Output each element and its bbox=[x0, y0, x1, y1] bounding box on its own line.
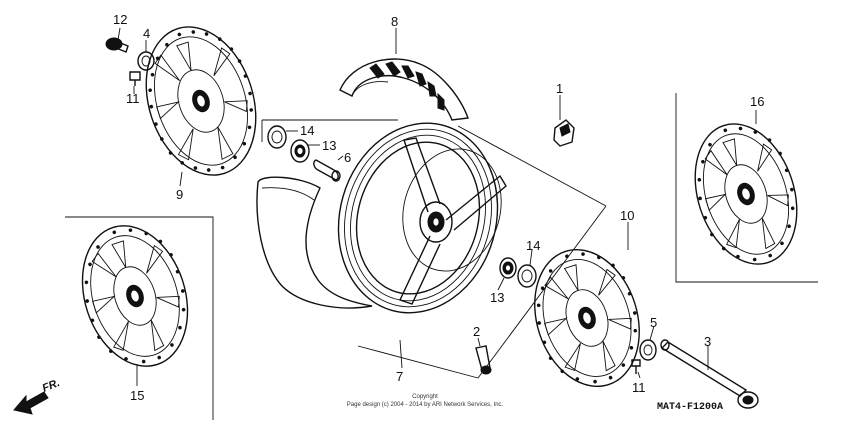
brake-disc-10[interactable] bbox=[518, 236, 656, 400]
callout-15: 15 bbox=[130, 388, 144, 403]
callout-4: 4 bbox=[143, 26, 150, 41]
callout-9: 9 bbox=[176, 187, 183, 202]
wheel-7[interactable] bbox=[317, 104, 520, 332]
callout-12: 12 bbox=[113, 12, 127, 27]
dust-seal-14-right[interactable] bbox=[517, 264, 537, 288]
callout-labels: 12 4 11 9 8 1 14 13 6 16 14 13 10 5 3 2 … bbox=[113, 12, 764, 403]
diagram-code: MAT4-F1200A bbox=[657, 402, 723, 413]
dust-seal-14-left[interactable] bbox=[267, 125, 287, 149]
copyright-notice: Copyright Page design (c) 2004 - 2014 by… bbox=[300, 393, 550, 409]
callout-7: 7 bbox=[396, 369, 403, 384]
disc-bolt-11-left[interactable] bbox=[129, 71, 141, 86]
valve-stem-2[interactable] bbox=[475, 345, 492, 375]
callout-2: 2 bbox=[473, 324, 480, 339]
callout-5: 5 bbox=[650, 315, 657, 330]
callout-10: 10 bbox=[620, 208, 634, 223]
front-axle-3[interactable] bbox=[660, 339, 759, 409]
brake-disc-9[interactable] bbox=[128, 13, 274, 190]
copyright-line-1: Copyright bbox=[412, 394, 438, 400]
frame-lines bbox=[65, 93, 818, 420]
brake-disc-15[interactable] bbox=[65, 212, 205, 380]
tire-left bbox=[256, 176, 373, 309]
front-label: FR. bbox=[41, 377, 62, 395]
side-collar-5[interactable] bbox=[639, 339, 657, 361]
callout-13-left: 13 bbox=[322, 138, 336, 153]
callout-1: 1 bbox=[556, 81, 563, 96]
callout-8: 8 bbox=[391, 14, 398, 29]
front-arrow-icon bbox=[13, 391, 49, 415]
callout-11-right: 11 bbox=[632, 380, 646, 395]
valve-1[interactable] bbox=[553, 119, 575, 147]
callout-3: 3 bbox=[704, 334, 711, 349]
callout-16: 16 bbox=[750, 94, 764, 109]
bearing-13-right[interactable] bbox=[499, 257, 517, 279]
collar-4[interactable] bbox=[137, 51, 155, 71]
explode-guides bbox=[261, 119, 607, 379]
wheel-hub bbox=[419, 201, 453, 243]
callout-14-right: 14 bbox=[526, 238, 540, 253]
callout-13-right: 13 bbox=[490, 290, 504, 305]
copyright-line-2: Page design (c) 2004 - 2014 by ARI Netwo… bbox=[346, 402, 504, 408]
leader-lines bbox=[117, 27, 757, 386]
tire-8[interactable] bbox=[339, 58, 469, 121]
callout-14-left: 14 bbox=[300, 123, 314, 138]
bolt-12[interactable] bbox=[105, 37, 129, 53]
bearing-13-left[interactable] bbox=[290, 139, 310, 163]
distance-collar-6[interactable] bbox=[313, 159, 341, 182]
callout-6: 6 bbox=[344, 150, 351, 165]
callout-11-left: 11 bbox=[126, 91, 140, 106]
disc-bolt-11-right[interactable] bbox=[631, 359, 641, 374]
brake-disc-16[interactable] bbox=[678, 111, 814, 278]
front-direction-indicator: FR. bbox=[13, 377, 62, 415]
